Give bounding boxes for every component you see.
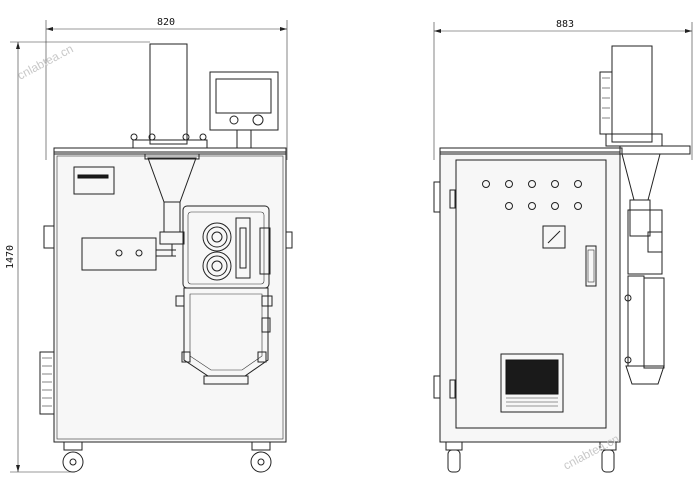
front-height-label: 1470 xyxy=(5,245,16,269)
side-cabinet xyxy=(439,151,621,443)
left-handle-icon xyxy=(43,225,55,249)
left-vent-icon xyxy=(39,351,55,415)
upper-roller-icon xyxy=(202,222,232,252)
indicator-icon xyxy=(574,180,582,188)
dimension-front-height: 1470 xyxy=(5,41,150,473)
side-funnel xyxy=(621,153,661,201)
main-switch-icon xyxy=(542,225,566,249)
nameplate xyxy=(73,166,115,195)
button-icon xyxy=(135,249,143,257)
button-icon xyxy=(115,249,123,257)
side-view xyxy=(433,45,691,473)
indicator-icon xyxy=(505,202,513,210)
side-roller-housing xyxy=(627,209,663,275)
front-width-label: 820 xyxy=(157,17,175,28)
dimension-side-width: 883 xyxy=(433,19,693,160)
indicator-icon xyxy=(482,180,490,188)
indicator-icon xyxy=(551,180,559,188)
lower-roller-icon xyxy=(202,251,232,281)
side-width-label: 883 xyxy=(556,19,574,30)
fan-grille xyxy=(500,353,564,413)
control-box xyxy=(81,237,157,271)
front-view xyxy=(39,43,293,473)
indicator-icon xyxy=(574,202,582,210)
knob-icon xyxy=(229,115,239,125)
indicator-icon xyxy=(505,180,513,188)
collection-chamber xyxy=(183,287,269,377)
right-handle-icon xyxy=(285,231,293,249)
watermark: cnlabtea.cn xyxy=(15,41,76,82)
indicator-icon xyxy=(528,180,536,188)
caster-wheel-icon xyxy=(250,451,272,473)
indicator-icon xyxy=(551,202,559,210)
door-handle-icon xyxy=(585,245,597,287)
side-hopper-tube xyxy=(611,45,653,143)
caster-wheel-icon xyxy=(601,449,615,473)
knob-icon xyxy=(252,114,264,126)
indicator-icon xyxy=(528,202,536,210)
touch-screen-housing xyxy=(209,71,279,131)
touch-screen-display xyxy=(215,78,272,114)
caster-wheel-icon xyxy=(62,451,84,473)
caster-wheel-icon xyxy=(447,449,461,473)
feed-hopper-tube xyxy=(149,43,188,145)
dimension-front-width: 820 xyxy=(45,17,288,160)
electrical-door xyxy=(455,159,607,429)
